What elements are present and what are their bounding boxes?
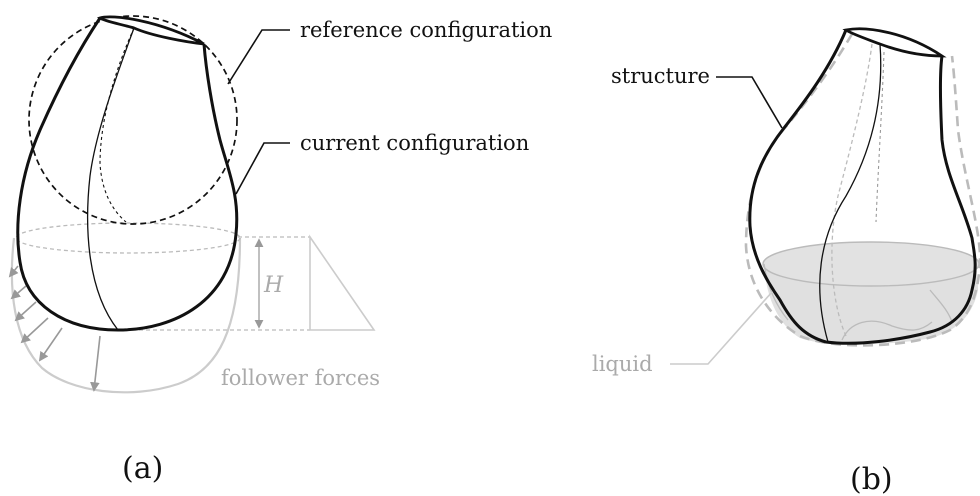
follower-arrow-3 — [14, 301, 37, 322]
follower-arrow-5 — [38, 327, 63, 362]
liquid-contact-right — [929, 289, 953, 323]
liquid-surface-ellipse — [15, 222, 241, 254]
pressure-triangle — [309, 234, 376, 331]
follower-arrow-1 — [8, 265, 19, 278]
follower-arrow-4 — [20, 317, 49, 344]
follower-force-arrows — [8, 265, 101, 392]
panel-a: reference configuration current configur… — [8, 15, 552, 486]
current-configuration-outline — [16, 17, 239, 332]
follower-arrow-6 — [90, 335, 101, 392]
reference-configuration-circle — [28, 15, 238, 225]
panel-b: structure liquid (b) — [592, 27, 980, 496]
follower-arrow-2 — [10, 285, 27, 300]
panel-b-caption: (b) — [850, 462, 893, 496]
reference-leader-line — [227, 29, 290, 85]
panel-a-caption: (a) — [122, 451, 163, 486]
current-top-opening — [97, 15, 205, 46]
meridian-back-line — [99, 27, 135, 223]
height-label: H — [263, 273, 284, 298]
structure-outline — [748, 29, 977, 345]
liquid-contact-left — [763, 263, 789, 321]
deformed-lower-outline — [10, 237, 242, 394]
liquid-surface — [762, 241, 980, 287]
structure-meridian — [819, 43, 882, 343]
structure-leader-line — [716, 76, 783, 129]
structure-label: structure — [611, 64, 710, 88]
structure-meridian-back — [875, 51, 885, 223]
reference-configuration-label: reference configuration — [300, 18, 552, 42]
liquid-contact-bottom — [841, 320, 933, 341]
structure-top-opening — [842, 27, 947, 58]
structure-inner-dashed — [831, 43, 873, 337]
follower-forces-label: follower forces — [221, 366, 380, 390]
liquid-leader-line — [670, 291, 773, 365]
current-configuration-label: current configuration — [300, 131, 529, 155]
meridian-front-line — [86, 27, 135, 331]
liquid-label: liquid — [592, 352, 653, 376]
current-leader-line — [235, 142, 290, 195]
